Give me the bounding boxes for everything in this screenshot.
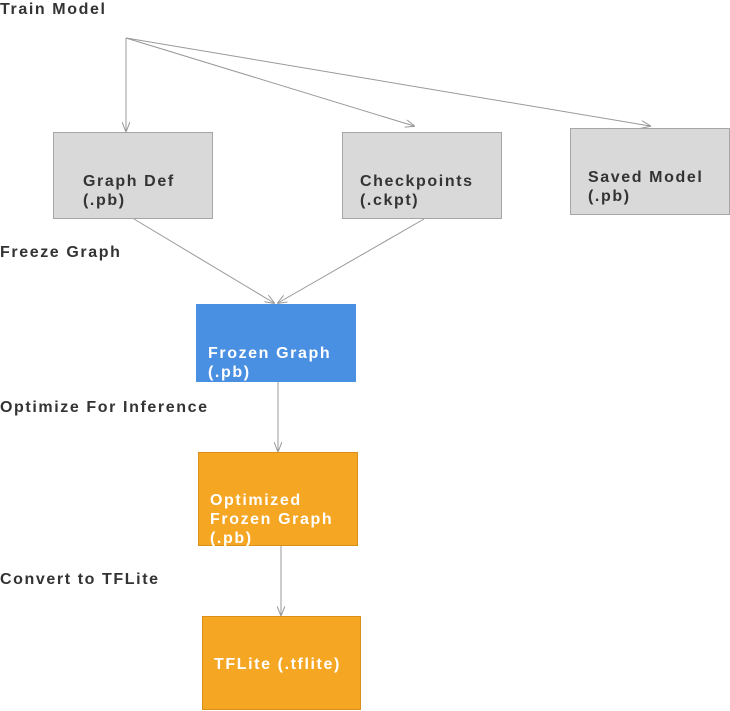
node-saved-model: Saved Model (.pb) [570, 128, 730, 215]
stage-label-freeze-graph: Freeze Graph [0, 244, 122, 261]
node-optimized-frozen-graph-label: Optimized Frozen Graph (.pb) [210, 492, 334, 547]
node-tflite: TFLite (.tflite) [202, 616, 361, 710]
arrow-checkpoints-to-frozen [278, 218, 425, 303]
node-saved-model-label: Saved Model (.pb) [588, 169, 704, 205]
node-graph-def-label: Graph Def (.pb) [83, 173, 175, 209]
stage-label-train-model: Train Model [0, 1, 107, 18]
stage-label-convert-to-tflite: Convert to TFLite [0, 571, 160, 588]
stage-label-optimize-for-inference: Optimize For Inference [0, 399, 209, 416]
node-frozen-graph-label: Frozen Graph (.pb) [208, 345, 332, 381]
node-graph-def: Graph Def (.pb) [53, 132, 213, 219]
node-checkpoints: Checkpoints (.ckpt) [342, 132, 502, 219]
node-frozen-graph: Frozen Graph (.pb) [196, 304, 356, 382]
arrow-graph-def-to-frozen [133, 218, 274, 303]
node-optimized-frozen-graph: Optimized Frozen Graph (.pb) [198, 452, 358, 547]
node-tflite-label: TFLite (.tflite) [214, 656, 341, 673]
node-checkpoints-label: Checkpoints (.ckpt) [360, 173, 474, 209]
arrow-train-to-checkpoints [125, 37, 414, 126]
arrow-train-to-saved-model [125, 37, 650, 126]
